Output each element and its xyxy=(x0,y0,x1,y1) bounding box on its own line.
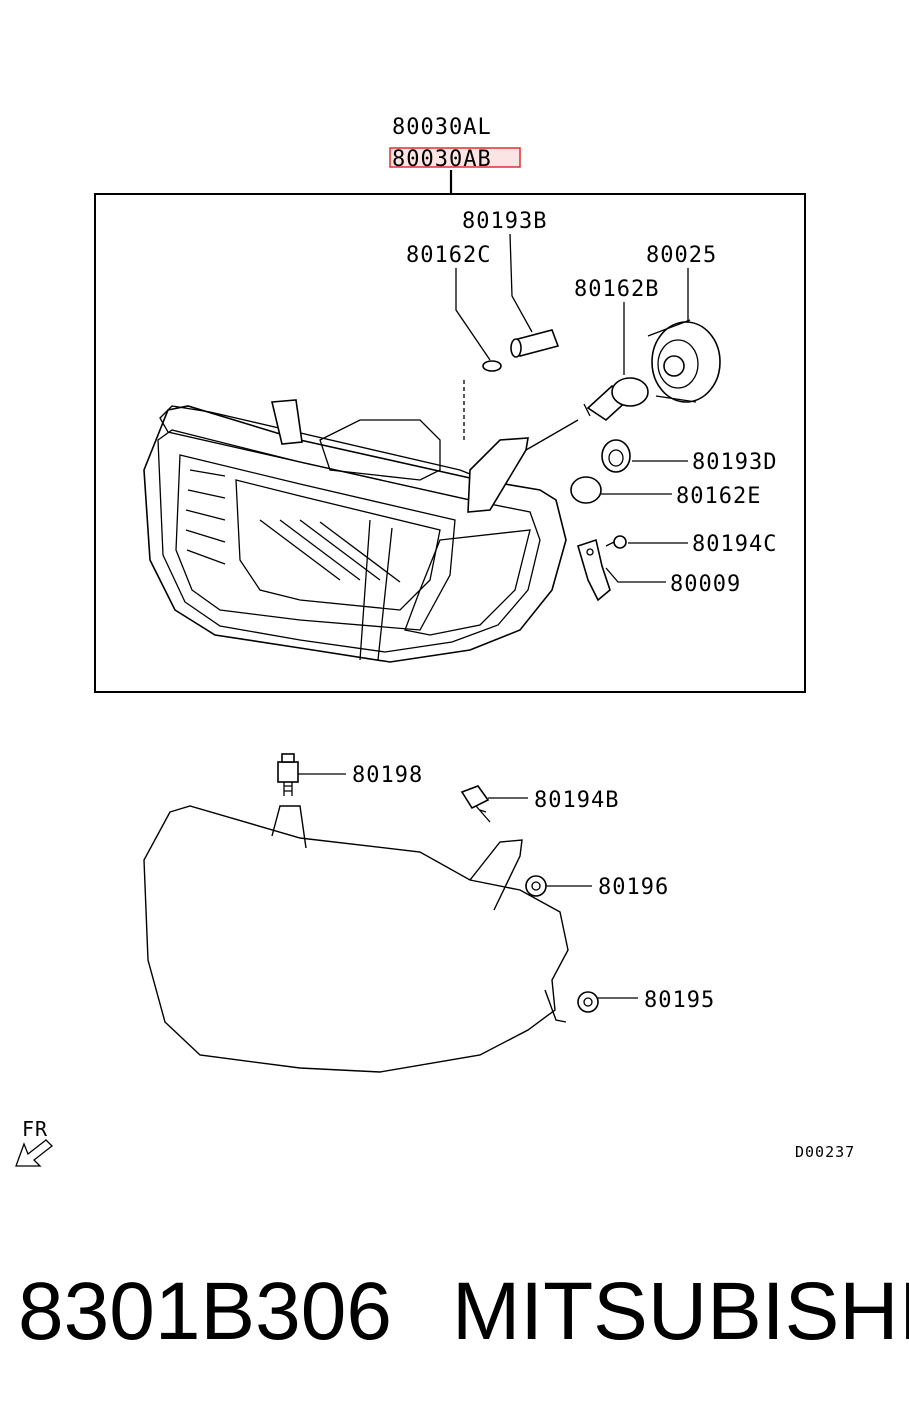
assembly-frame xyxy=(94,193,806,693)
socket-80193B xyxy=(510,329,560,358)
nut-80196 xyxy=(525,875,547,897)
label-80193D[interactable]: 80193D xyxy=(692,450,777,475)
bulb-80162C xyxy=(482,360,502,372)
bracket-80009 xyxy=(577,538,611,602)
bulb-80162B xyxy=(583,377,649,422)
screw-80194C xyxy=(605,535,627,549)
part-number: 8301B306 xyxy=(18,1266,392,1357)
lower-mount-tab xyxy=(544,989,567,1023)
lower-headlamp-outline xyxy=(143,805,569,1073)
label-80162B[interactable]: 80162B xyxy=(574,277,659,302)
label-80195[interactable]: 80195 xyxy=(644,988,715,1013)
nut-80195 xyxy=(577,991,599,1013)
label-80009[interactable]: 80009 xyxy=(670,572,741,597)
label-80196[interactable]: 80196 xyxy=(598,875,669,900)
headlamp-assembly xyxy=(143,399,567,663)
parts-diagram: 80030AL 80030AB 80193B 80162C 80025 8016… xyxy=(15,115,855,1167)
footer: 8301B306 MITSUBISHI xyxy=(0,1262,909,1372)
label-80162E[interactable]: 80162E xyxy=(676,484,761,509)
highlight-box xyxy=(389,147,521,168)
bolt-80198 xyxy=(277,753,299,796)
bulb-80162E xyxy=(570,476,602,504)
label-80198[interactable]: 80198 xyxy=(352,763,423,788)
bolt-80194B xyxy=(460,785,491,823)
drawing-code: D00237 xyxy=(795,1143,855,1161)
upper-mount-tab xyxy=(271,805,307,849)
side-mount-tab xyxy=(469,839,523,911)
cap-80025 xyxy=(647,319,721,403)
label-80194B[interactable]: 80194B xyxy=(534,788,619,813)
brand-name: MITSUBISHI xyxy=(452,1266,909,1357)
label-80162C[interactable]: 80162C xyxy=(406,243,491,268)
label-80025[interactable]: 80025 xyxy=(646,243,717,268)
label-80030AL: 80030AL xyxy=(392,115,492,140)
front-arrow-icon xyxy=(15,1139,53,1167)
label-80193B[interactable]: 80193B xyxy=(462,209,547,234)
socket-80193D xyxy=(601,439,631,473)
label-80194C[interactable]: 80194C xyxy=(692,532,777,557)
direction-label: FR xyxy=(22,1117,48,1141)
lower-leader-lines xyxy=(298,773,638,999)
upper-leader-lines xyxy=(455,233,689,583)
label-80030AB-highlighted[interactable]: 80030AB xyxy=(392,147,492,172)
